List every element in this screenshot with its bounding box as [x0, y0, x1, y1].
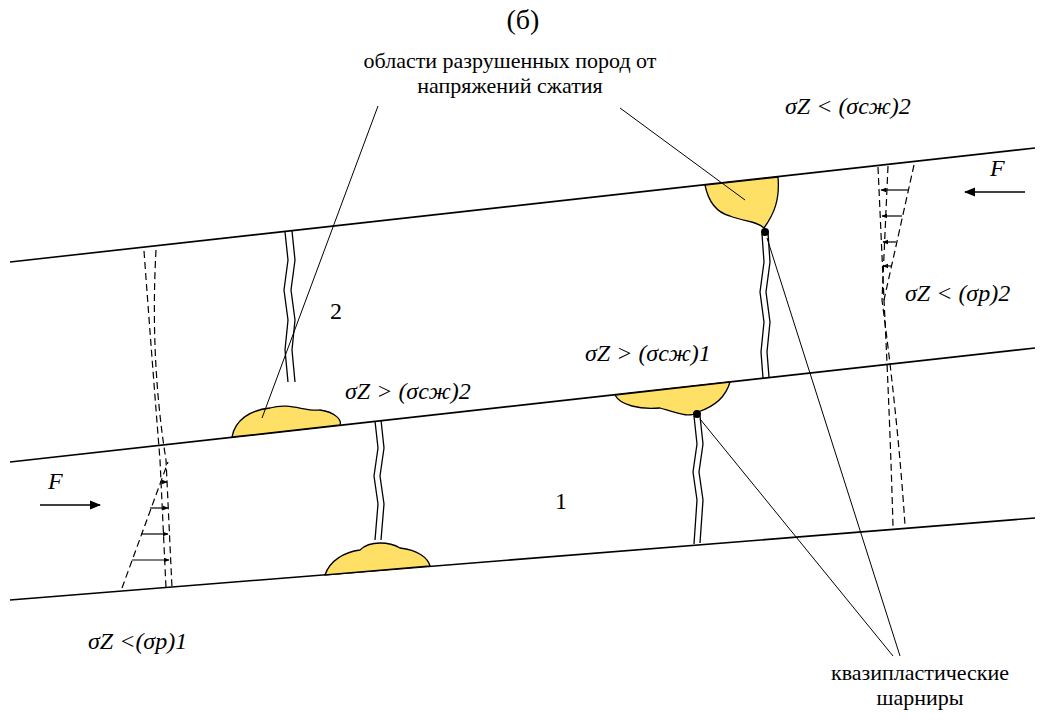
force-arrows: [40, 192, 1025, 505]
stress-condition: σZ > (σсж)2: [345, 378, 471, 406]
stress-arrows-left: [132, 482, 169, 560]
stress-diagram-left: [122, 250, 172, 588]
fractured-zones: [232, 177, 778, 575]
stress-condition: σZ < (σсж)2: [785, 93, 911, 121]
force-label: F: [990, 155, 1005, 183]
stress-condition: σZ <(σр)1: [88, 628, 187, 656]
stress-condition: σZ < (σр)2: [905, 280, 1010, 308]
stress-arrows-right: [881, 190, 908, 266]
leader-lines: [262, 106, 900, 656]
callout-note: квазипластические шарниры: [810, 660, 1030, 711]
stress-condition: σZ > (σсж)1: [585, 340, 711, 368]
hinge-dots: [693, 228, 769, 418]
cracks: [284, 231, 770, 544]
layer-boundaries: [10, 148, 1035, 600]
callout-note: области разрушенных пород от напряжений …: [355, 48, 665, 99]
force-label: F: [48, 468, 63, 496]
stress-diagram-right: [878, 165, 914, 526]
layer-number: 1: [555, 488, 567, 516]
figure-title: (б): [0, 4, 1046, 36]
layer-number: 2: [330, 298, 342, 326]
